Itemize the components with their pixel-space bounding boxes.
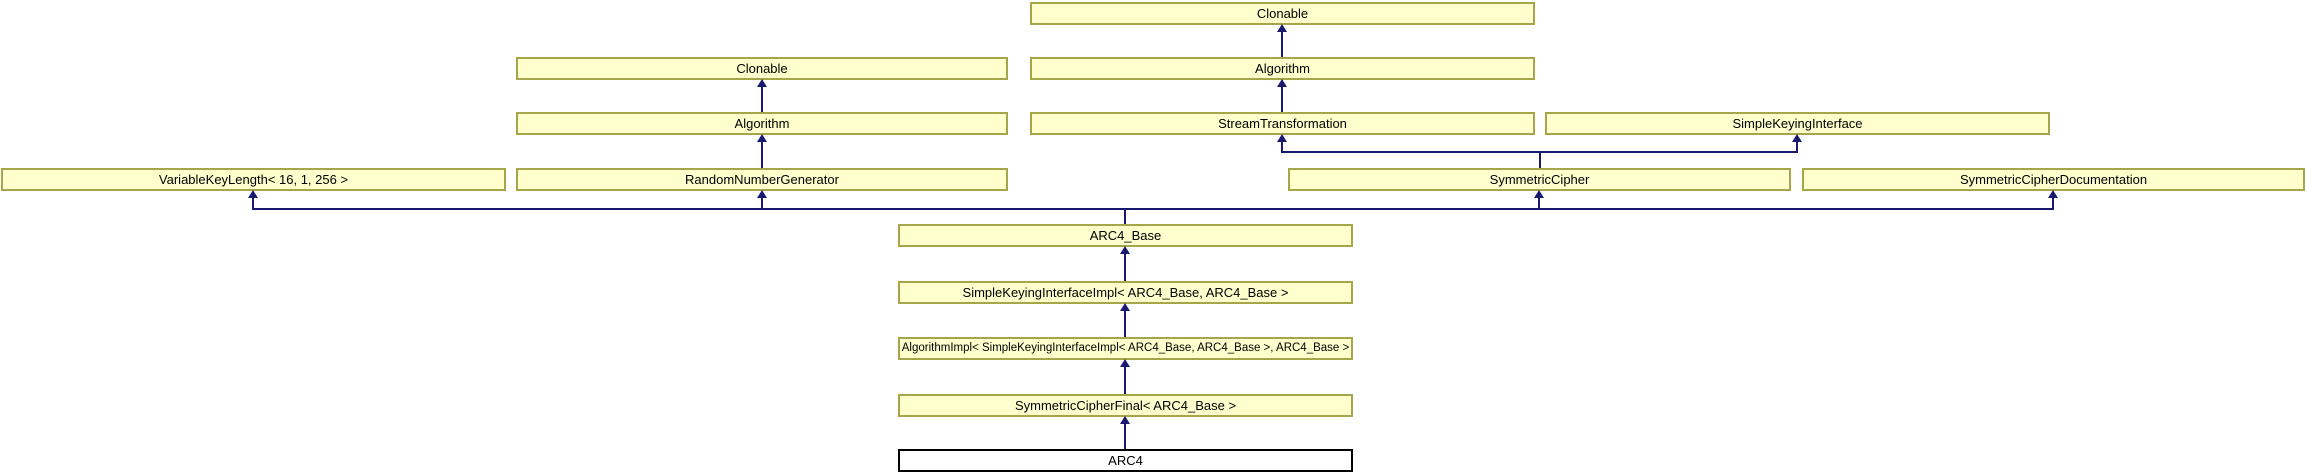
class-node-arc4: ARC4 xyxy=(898,449,1353,472)
inheritance-edge-line xyxy=(1124,309,1126,337)
inheritance-edge-line xyxy=(1538,196,1540,210)
inheritance-arrowhead-icon xyxy=(757,79,767,87)
inheritance-edge-line xyxy=(1281,151,1798,153)
inheritance-edge-line xyxy=(2052,196,2054,210)
inheritance-edge-line xyxy=(252,208,2054,210)
inheritance-arrowhead-icon xyxy=(1277,24,1287,32)
inheritance-edge-line xyxy=(1796,140,1798,153)
inheritance-arrowhead-icon xyxy=(757,190,767,198)
inheritance-edge-line xyxy=(1281,140,1283,153)
inheritance-edge-line xyxy=(1124,208,1126,224)
inheritance-edge-line xyxy=(1124,422,1126,449)
inheritance-edge-line xyxy=(1281,85,1283,112)
inheritance-edge-line xyxy=(252,196,254,210)
class-node-symmetric-cipher-final[interactable]: SymmetricCipherFinal< ARC4_Base > xyxy=(898,394,1353,417)
inheritance-arrowhead-icon xyxy=(1120,359,1130,367)
class-node-random-number-generator[interactable]: RandomNumberGenerator xyxy=(516,168,1008,191)
inheritance-edge-line xyxy=(1124,252,1126,281)
inheritance-edge-line xyxy=(1281,30,1283,57)
inheritance-arrowhead-icon xyxy=(248,190,258,198)
inheritance-arrowhead-icon xyxy=(1120,416,1130,424)
class-node-algorithm-impl[interactable]: AlgorithmImpl< SimpleKeyingInterfaceImpl… xyxy=(898,337,1353,360)
inheritance-arrowhead-icon xyxy=(1534,190,1544,198)
inheritance-arrowhead-icon xyxy=(1120,246,1130,254)
class-node-algorithm-left[interactable]: Algorithm xyxy=(516,112,1008,135)
inheritance-edge-line xyxy=(761,196,763,210)
inheritance-arrowhead-icon xyxy=(757,134,767,142)
class-node-algorithm-mid[interactable]: Algorithm xyxy=(1030,57,1535,80)
inheritance-edge-line xyxy=(1124,365,1126,394)
class-node-stream-transformation[interactable]: StreamTransformation xyxy=(1030,112,1535,135)
class-node-clonable-top[interactable]: Clonable xyxy=(1030,2,1535,25)
inheritance-edge-line xyxy=(1539,151,1541,168)
inheritance-arrowhead-icon xyxy=(1792,134,1802,142)
class-node-simple-keying-interface-impl[interactable]: SimpleKeyingInterfaceImpl< ARC4_Base, AR… xyxy=(898,281,1353,304)
inheritance-arrowhead-icon xyxy=(1277,134,1287,142)
inheritance-edge-line xyxy=(761,140,763,168)
class-node-symmetric-cipher-documentation[interactable]: SymmetricCipherDocumentation xyxy=(1802,168,2305,191)
inheritance-arrowhead-icon xyxy=(2048,190,2058,198)
inheritance-arrowhead-icon xyxy=(1277,79,1287,87)
inheritance-edge-line xyxy=(761,85,763,112)
class-node-simple-keying-interface[interactable]: SimpleKeyingInterface xyxy=(1545,112,2050,135)
class-node-variable-key-length[interactable]: VariableKeyLength< 16, 1, 256 > xyxy=(1,168,506,191)
class-node-symmetric-cipher[interactable]: SymmetricCipher xyxy=(1288,168,1791,191)
class-node-clonable-left[interactable]: Clonable xyxy=(516,57,1008,80)
inheritance-arrowhead-icon xyxy=(1120,303,1130,311)
class-node-arc4-base[interactable]: ARC4_Base xyxy=(898,224,1353,247)
